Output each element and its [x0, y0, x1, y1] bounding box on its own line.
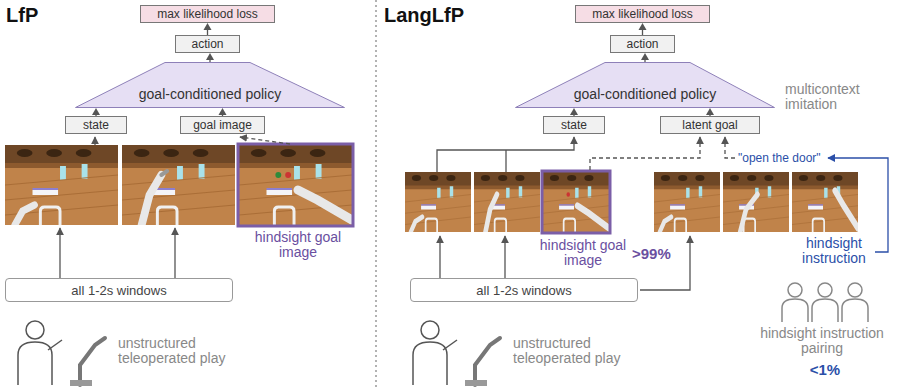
node-text: all 1-2s windows	[476, 283, 571, 298]
annotator-icons	[782, 283, 868, 322]
window-arrow	[640, 236, 690, 290]
scene-image	[723, 172, 789, 232]
robot-arm-icon	[70, 338, 105, 386]
side-note: multicontext imitation	[785, 82, 895, 113]
goal-frame	[238, 144, 353, 226]
connector-arrow	[570, 108, 578, 116]
policy-trapezoid: goal-conditioned policy	[75, 62, 345, 108]
node-text: state	[561, 118, 587, 132]
node-text: max likelihood loss	[592, 7, 693, 21]
node-text: max likelihood loss	[157, 7, 258, 21]
node-text: goal image	[193, 118, 252, 132]
hindsight-goal-label: hindsight goal image	[248, 230, 348, 261]
percentage: <1%	[790, 362, 860, 379]
node-text: state	[83, 118, 109, 132]
connector-arrow	[639, 23, 647, 35]
scene-image	[654, 172, 720, 232]
hindsight-goal-label: hindsight goal image	[538, 238, 628, 269]
node-text: latent goal	[682, 118, 737, 132]
goal-frame	[542, 171, 610, 233]
teleoperator-icon	[413, 321, 457, 385]
window-arrow	[59, 228, 60, 278]
instruction-arrow	[725, 137, 735, 158]
goal-box: goal image	[180, 116, 265, 134]
image-to-state-arrow	[437, 137, 574, 172]
robot-arm-icon	[465, 338, 500, 386]
hindsight-arrow	[240, 137, 290, 144]
scene-image	[239, 145, 352, 225]
connector-arrow	[641, 53, 649, 62]
node-text: goal-conditioned policy	[139, 86, 281, 102]
play-label: unstructured teleoperated play	[513, 336, 633, 367]
state-box: state	[65, 116, 127, 134]
node-text: action	[191, 37, 223, 51]
percentage: >99%	[632, 246, 692, 263]
node-text: action	[626, 37, 658, 51]
connector-arrow	[92, 108, 100, 116]
panel-divider	[375, 0, 377, 390]
connector-arrow	[204, 23, 212, 35]
scene-image	[792, 172, 858, 232]
windows-box: all 1-2s windows	[410, 278, 638, 302]
scene-image	[405, 172, 471, 232]
loss-box: max likelihood loss	[575, 5, 710, 23]
node-text: goal-conditioned policy	[574, 86, 716, 102]
action-box: action	[175, 35, 240, 53]
state-box: state	[543, 116, 605, 134]
policy-trapezoid: goal-conditioned policy	[515, 62, 775, 108]
window-arrow	[504, 236, 505, 278]
window-arrow	[439, 236, 440, 278]
scene-image	[543, 172, 609, 232]
latent-goal-box: latent goal	[660, 116, 760, 134]
pairing-label: hindsight instruction pairing	[748, 326, 896, 357]
image-to-state-line	[505, 150, 506, 172]
instruction-quote: "open the door"	[738, 152, 828, 165]
panel-title: LangLfP	[384, 4, 504, 26]
loss-box: max likelihood loss	[140, 5, 275, 23]
node-text: all 1-2s windows	[71, 283, 166, 298]
connector-arrow	[706, 108, 714, 116]
scene-image	[474, 172, 540, 232]
window-arrow	[174, 228, 175, 278]
windows-box: all 1-2s windows	[5, 278, 233, 302]
teleoperator-icon	[18, 321, 62, 385]
play-label: unstructured teleoperated play	[118, 336, 238, 367]
scene-image	[122, 145, 235, 225]
hindsight-arrow	[590, 137, 700, 170]
panel-title: LfP	[6, 4, 86, 26]
connector-arrow	[206, 53, 214, 62]
connector-arrow	[219, 108, 227, 116]
hindsight-instruction-label: hindsight instruction	[792, 236, 876, 267]
action-box: action	[610, 35, 675, 53]
scene-image	[5, 145, 118, 225]
image-to-state-arrow	[94, 137, 95, 145]
